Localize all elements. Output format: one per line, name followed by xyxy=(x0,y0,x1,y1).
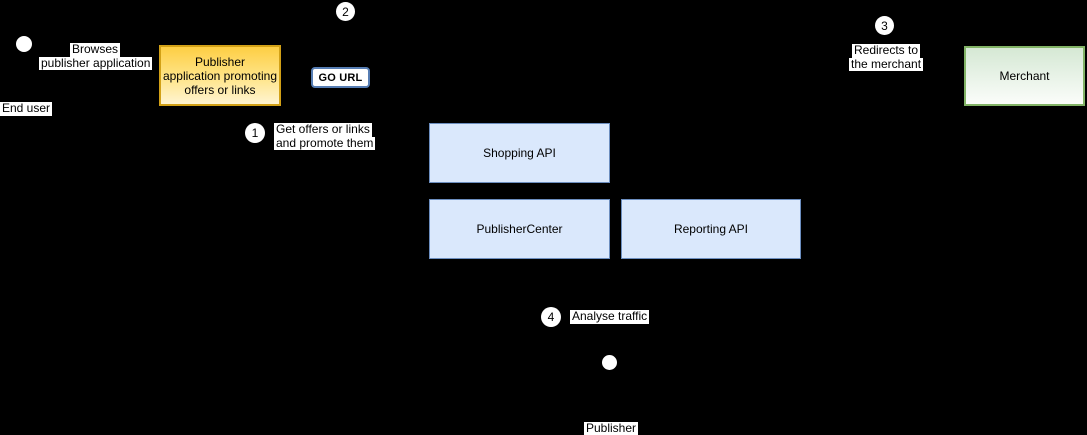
browses-annotation-line2: publisher application xyxy=(39,55,153,70)
step-1-annotation: Get offers or links and promote them xyxy=(274,122,376,150)
browses-annotation: Browses publisher application xyxy=(39,42,153,70)
go-url-button[interactable]: GO URL xyxy=(311,67,370,88)
reporting-api-label: Reporting API xyxy=(673,222,749,236)
shopping-api-node[interactable]: Shopping API xyxy=(429,123,610,183)
shopping-api-label: Shopping API xyxy=(483,146,556,160)
step-4-badge: 4 xyxy=(541,307,561,327)
merchant-label: Merchant xyxy=(999,69,1050,83)
merchant-node[interactable]: Merchant xyxy=(964,46,1085,106)
publisher-application-node[interactable]: Publisher application promoting offers o… xyxy=(159,45,281,106)
step-3-badge: 3 xyxy=(875,16,894,35)
reporting-api-node[interactable]: Reporting API xyxy=(621,199,801,259)
step-3-annotation: Redirects to the merchant xyxy=(849,43,924,71)
end-user-actor-head[interactable] xyxy=(16,36,32,52)
end-user-label: End user xyxy=(0,101,53,116)
publisher-center-label: PublisherCenter xyxy=(476,222,563,236)
step-1-badge: 1 xyxy=(245,123,265,143)
publisher-label: Publisher xyxy=(584,421,639,435)
step-2-badge: 2 xyxy=(336,2,355,21)
publisher-actor-head[interactable] xyxy=(602,355,617,370)
step-4-annotation: Analyse traffic xyxy=(570,309,650,324)
browses-annotation-line1: Browses xyxy=(69,42,120,57)
publisher-application-label: Publisher application promoting offers o… xyxy=(162,54,278,97)
publisher-center-node[interactable]: PublisherCenter xyxy=(429,199,610,259)
